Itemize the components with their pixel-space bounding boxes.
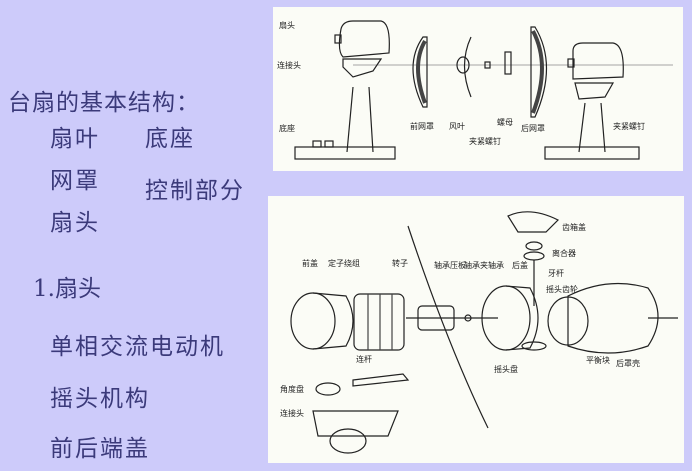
label-rear-cover: 后盖 [512, 260, 528, 270]
label-clutch: 离合器 [552, 248, 576, 258]
label-rotor: 转子 [392, 258, 408, 268]
structure-item-base: 底座 [145, 126, 195, 152]
label-stator-winding: 定子绕组 [328, 258, 360, 268]
label-oscillating-gear: 摇头齿轮 [546, 284, 578, 294]
label-rear-shell: 后罩壳 [616, 358, 640, 368]
label-blade: 风叶 [449, 122, 465, 131]
label-oscillating-disc: 摇头盘 [494, 364, 518, 374]
section-item-end-covers: 前后端盖 [50, 436, 150, 462]
fan-assembly-drawing: 扇头 连接头 底座 前网罩 风叶 夹紧螺钉 螺母 后网罩 夹紧螺钉 [277, 20, 673, 160]
structure-item-head: 扇头 [50, 210, 100, 236]
label-clamp-screw-right: 夹紧螺钉 [613, 121, 645, 131]
label-clamp-screw: 夹紧螺钉 [469, 136, 501, 146]
label-rear-guard: 后网罩 [521, 123, 545, 133]
label-front-guard: 前网罩 [410, 121, 434, 131]
structure-item-control: 控制部分 [145, 178, 245, 204]
structure-item-guard: 网罩 [50, 168, 100, 194]
label-shaft: 牙杆 [548, 268, 564, 278]
fan-exploded-diagram: 扇头 连接头 底座 前网罩 风叶 夹紧螺钉 螺母 后网罩 夹紧螺钉 [273, 7, 683, 171]
label-bearing: 轴承夹轴承 [464, 260, 504, 270]
label-connector: 连接头 [277, 60, 301, 70]
structure-item-blade: 扇叶 [50, 126, 100, 152]
fan-head-drawing: 前盖 定子绕组 转子 轴承压板 轴承夹轴承 后盖 齿箱盖 离合器 牙杆 摇头齿轮… [280, 211, 678, 454]
label-front-cover: 前盖 [302, 258, 318, 268]
fan-head-exploded-diagram: 前盖 定子绕组 转子 轴承压板 轴承夹轴承 后盖 齿箱盖 离合器 牙杆 摇头齿轮… [268, 196, 684, 463]
section-item-motor: 单相交流电动机 [50, 334, 225, 360]
label-connecting-rod: 连杆 [356, 354, 372, 364]
label-balance-block: 平衡块 [586, 355, 610, 365]
label-angle-disc: 角度盘 [280, 384, 304, 394]
label-connector: 连接头 [280, 408, 304, 418]
section-item-oscillation: 摇头机构 [50, 386, 150, 412]
label-nut: 螺母 [497, 117, 513, 127]
label-fan-head: 扇头 [279, 20, 295, 30]
label-gearbox-cover: 齿箱盖 [562, 222, 586, 232]
label-bearing-plate: 轴承压板 [434, 260, 466, 270]
section-heading: 1.扇头 [33, 276, 101, 302]
label-base: 底座 [279, 123, 295, 133]
slide-title: 台扇的基本结构： [8, 90, 200, 116]
